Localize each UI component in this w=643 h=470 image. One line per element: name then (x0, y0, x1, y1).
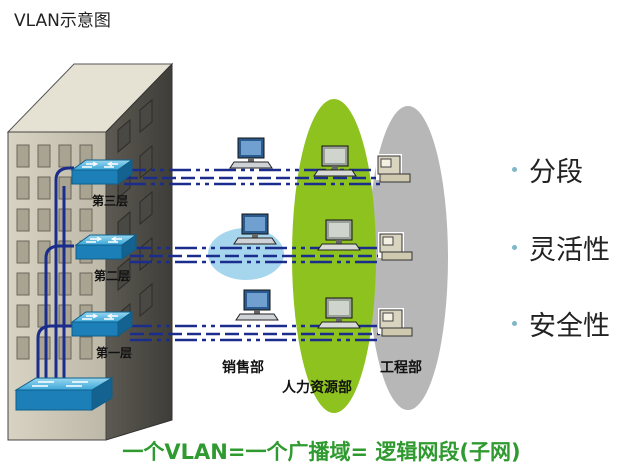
feature-item: 分段 (512, 150, 583, 189)
feature-item: 安全性 (512, 304, 610, 343)
floor-label-2: 第二层 (94, 268, 130, 283)
feature-item: 灵活性 (512, 228, 610, 267)
bullet-dot-icon (512, 321, 517, 326)
switch-icon-floor3 (71, 159, 133, 185)
switch-icon-floor2 (75, 234, 137, 260)
switch-icon-core (14, 377, 114, 411)
backbone-links (36, 166, 74, 382)
computer-icon (235, 289, 279, 321)
floor-label-3: 第三层 (92, 193, 128, 208)
bullet-dot-icon (512, 167, 517, 172)
label-sales: 销售部 (222, 359, 264, 376)
bullet-dot-icon (512, 245, 517, 250)
sales-group (208, 228, 284, 280)
label-hr: 人力资源部 (282, 379, 352, 396)
caption: 一个VLAN=一个广播域= 逻辑网段(子网) (122, 440, 521, 464)
page-title: VLAN示意图 (14, 11, 111, 31)
feature-label: 分段 (529, 157, 583, 188)
label-engineering: 工程部 (380, 359, 422, 376)
computer-icon (229, 137, 273, 169)
feature-label: 安全性 (529, 311, 610, 342)
floor-label-1: 第一层 (96, 345, 132, 360)
switch-icon-floor1 (71, 311, 133, 337)
feature-label: 灵活性 (529, 235, 610, 266)
